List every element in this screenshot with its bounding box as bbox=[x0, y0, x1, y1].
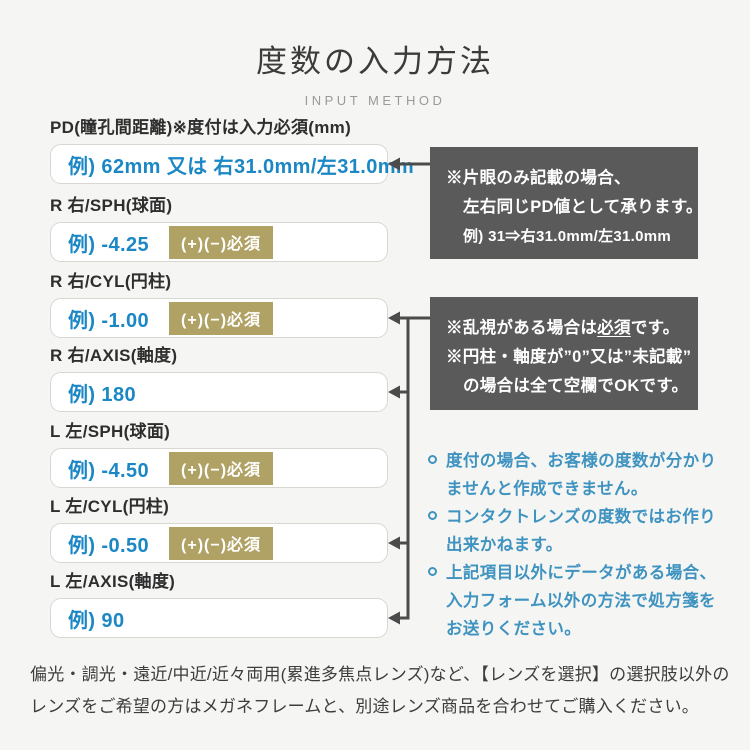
l-axis-example-box[interactable]: 例) 90 bbox=[50, 598, 388, 638]
note-astigmatism: ※乱視がある場合は必須です。 ※円柱・軸度が”0”又は”未記載” の場合は全て空… bbox=[430, 297, 698, 410]
note-line: の場合は全て空欄でOKです。 bbox=[463, 377, 689, 395]
required-sign-tag: (+)(−)必須 bbox=[169, 301, 274, 335]
field-group-l-axis: L 左/AXIS(軸度) 例) 90 bbox=[50, 572, 388, 638]
r-axis-example-box[interactable]: 例) 180 bbox=[50, 372, 388, 412]
note-line: 左右同じPD値として承ります。 bbox=[463, 198, 703, 216]
field-label-r-axis: R 右/AXIS(軸度) bbox=[50, 346, 178, 365]
bullet-text: 度付の場合、お客様の度数が分かりませんと作成できません。 bbox=[446, 452, 717, 498]
l-cyl-example-box[interactable]: 例) -0.50 (+)(−)必須 bbox=[50, 523, 388, 563]
note-line: ※乱視がある場合は必須です。 bbox=[446, 314, 684, 343]
required-sign-tag: (+)(−)必須 bbox=[169, 451, 274, 485]
arrow-left-icon bbox=[388, 536, 400, 550]
field-label-r-cyl: R 右/CYL(円柱) bbox=[50, 272, 172, 291]
field-label-l-axis: L 左/AXIS(軸度) bbox=[50, 572, 176, 591]
required-sign-tag: (+)(−)必須 bbox=[169, 526, 274, 560]
bullet-text: 上記項目以外にデータがある場合、入力フォーム以外の方法で処方箋をお送りください。 bbox=[446, 564, 717, 638]
footer-note: 偏光・調光・遠近/中近/近々両用(累進多焦点レンズ)など、【レンズを選択】の選択… bbox=[30, 665, 730, 716]
note-pd-single-eye: ※片眼のみ記載の場合、 左右同じPD値として承ります。 例) 31⇒右31.0m… bbox=[430, 147, 703, 259]
field-label-l-cyl: L 左/CYL(円柱) bbox=[50, 497, 170, 516]
circle-bullet-icon bbox=[428, 455, 437, 464]
field-label-r-sph: R 右/SPH(球面) bbox=[50, 196, 173, 215]
l-axis-example-text: 例) 90 bbox=[68, 609, 125, 632]
field-group-r-cyl: R 右/CYL(円柱) 例) -1.00 (+)(−)必須 bbox=[50, 272, 388, 338]
circle-bullet-icon bbox=[428, 511, 437, 520]
page-title: 度数の入力方法 bbox=[256, 44, 494, 79]
arrow-left-icon bbox=[388, 311, 400, 325]
r-cyl-example-text: 例) -1.00 bbox=[68, 309, 150, 332]
pd-example-text: 例) 62mm 又は 右31.0mm/左31.0mm bbox=[68, 155, 415, 178]
header: 度数の入力方法 INPUT METHOD bbox=[0, 36, 750, 108]
bullet-text: コンタクトレンズの度数ではお作り出来かねます。 bbox=[446, 508, 717, 554]
note-text: です。 bbox=[630, 319, 680, 337]
field-group-l-sph: L 左/SPH(球面) 例) -4.50 (+)(−)必須 bbox=[50, 422, 388, 488]
note-text: ※乱視がある場合は bbox=[446, 319, 598, 337]
field-label-pd: PD(瞳孔間距離)※度付は入力必須(mm) bbox=[50, 118, 352, 137]
field-group-r-axis: R 右/AXIS(軸度) 例) 180 bbox=[50, 346, 388, 412]
bullet-list: 度付の場合、お客様の度数が分かりませんと作成できません。 コンタクトレンズの度数… bbox=[428, 447, 732, 643]
r-sph-example-box[interactable]: 例) -4.25 (+)(−)必須 bbox=[50, 222, 388, 262]
r-axis-example-text: 例) 180 bbox=[68, 383, 136, 406]
field-group-pd: PD(瞳孔間距離)※度付は入力必須(mm) 例) 62mm 又は 右31.0mm… bbox=[50, 118, 414, 184]
bullet-item: コンタクトレンズの度数ではお作り出来かねます。 bbox=[428, 503, 732, 559]
page-subtitle: INPUT METHOD bbox=[304, 93, 446, 108]
pd-example-box[interactable]: 例) 62mm 又は 右31.0mm/左31.0mm bbox=[50, 144, 414, 184]
r-cyl-example-box[interactable]: 例) -1.00 (+)(−)必須 bbox=[50, 298, 388, 338]
l-cyl-example-text: 例) -0.50 bbox=[68, 534, 150, 557]
r-sph-example-text: 例) -4.25 bbox=[68, 233, 150, 256]
field-group-r-sph: R 右/SPH(球面) 例) -4.25 (+)(−)必須 bbox=[50, 196, 388, 262]
note-line: ※円柱・軸度が”0”又は”未記載” bbox=[446, 348, 692, 366]
required-sign-tag: (+)(−)必須 bbox=[169, 225, 274, 259]
l-sph-example-text: 例) -4.50 bbox=[68, 459, 150, 482]
bullet-item: 上記項目以外にデータがある場合、入力フォーム以外の方法で処方箋をお送りください。 bbox=[428, 559, 732, 643]
arrow-left-icon bbox=[388, 611, 400, 625]
note-line: ※片眼のみ記載の場合、 bbox=[446, 169, 631, 187]
bullet-item: 度付の場合、お客様の度数が分かりませんと作成できません。 bbox=[428, 447, 732, 503]
field-group-l-cyl: L 左/CYL(円柱) 例) -0.50 (+)(−)必須 bbox=[50, 497, 388, 563]
note-line: 例) 31⇒右31.0mm/左31.0mm bbox=[463, 228, 672, 245]
field-label-l-sph: L 左/SPH(球面) bbox=[50, 422, 171, 441]
circle-bullet-icon bbox=[428, 567, 437, 576]
note-text-underlined: 必須 bbox=[597, 319, 631, 337]
l-sph-example-box[interactable]: 例) -4.50 (+)(−)必須 bbox=[50, 448, 388, 488]
arrow-left-icon bbox=[388, 385, 400, 399]
